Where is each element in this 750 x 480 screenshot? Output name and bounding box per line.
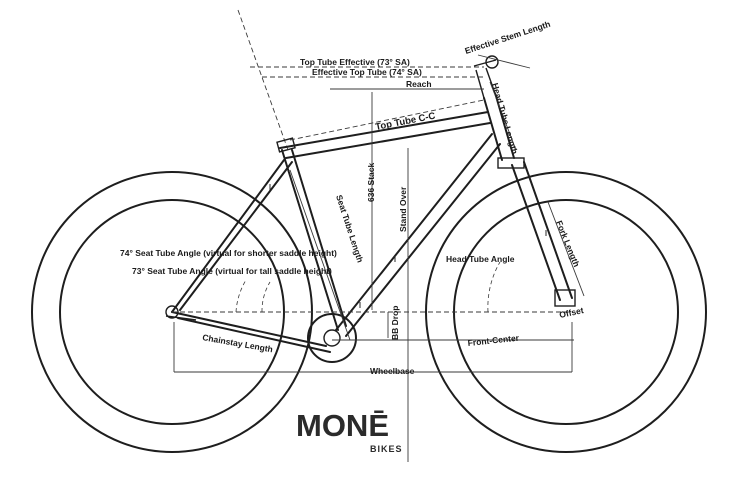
label-bb-drop: BB Drop [390,306,400,340]
brand-subtitle: BIKES [370,444,403,454]
label-top-tube-effective-73: Top Tube Effective (73° SA) [300,57,410,67]
label-top-tube-cc: Top Tube C-C [374,111,436,133]
dimension-lines [172,54,585,462]
crankset [307,313,357,363]
label-wheelbase: Wheelbase [370,366,415,376]
label-effective-stem-length: Effective Stem Length [464,19,552,56]
label-offset: Offset [558,305,584,320]
label-seat-tube-angle-73: 73° Seat Tube Angle (virtual for tall sa… [132,266,332,276]
label-stand-over: Stand Over [398,186,408,232]
bike-frame [165,55,576,353]
label-effective-top-tube-74: Effective Top Tube (74° SA) [312,67,422,77]
label-head-tube-length: Head Tube Length [490,82,520,155]
label-reach: Reach [406,79,432,89]
label-front-center: Front-Center [467,333,520,348]
brand-logo: MONĒ BIKES [296,408,403,454]
angle-arcs [235,261,501,313]
seat-tube-extension-line [237,9,289,151]
label-head-tube-angle: Head Tube Angle [446,254,515,264]
label-seat-tube-length: Seat Tube Length [334,194,365,264]
label-seat-tube-angle-74: 74° Seat Tube Angle (virtual for shorter… [120,248,337,258]
label-stack: 636 Stack [366,163,376,202]
label-chainstay-length: Chainstay Length [202,332,274,354]
brand-name: MONĒ [296,408,389,443]
